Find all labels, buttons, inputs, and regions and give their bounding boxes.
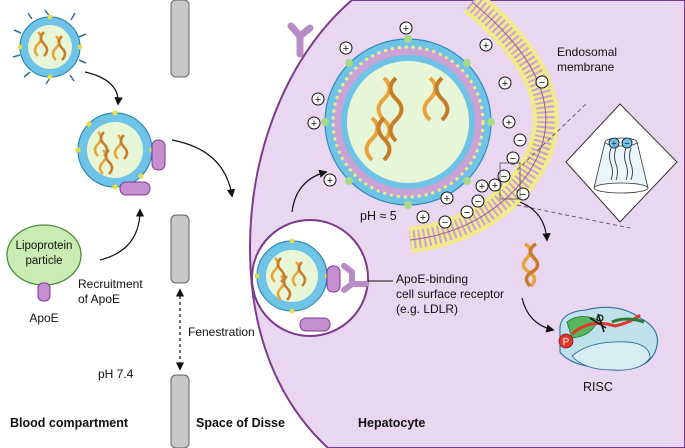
svg-text:+: +	[311, 118, 317, 130]
risc-label: RISC	[583, 380, 613, 394]
arrow-endocytosis	[291, 169, 328, 213]
minus-charge: −	[513, 133, 527, 147]
arrow-to-hepatocyte	[171, 139, 236, 198]
arrow-recruitment	[99, 208, 145, 261]
svg-text:+: +	[444, 193, 450, 205]
free-receptor-icon	[287, 22, 314, 58]
svg-text:+: +	[327, 175, 333, 187]
svg-text:+: +	[479, 181, 485, 193]
fenestration-label: Fenestration	[188, 325, 255, 339]
lipoprotein-label-1: Lipoprotein	[16, 240, 73, 252]
space-of-disse-title: Space of Disse	[196, 416, 285, 430]
apoe-on-lnp	[151, 139, 166, 171]
svg-text:−: −	[520, 189, 526, 201]
sirna-in-endosome	[364, 76, 450, 162]
membrane-zoom-inset: + −	[499, 103, 678, 229]
svg-text:+: +	[403, 23, 409, 35]
bound-receptor-icon	[341, 263, 369, 293]
lipoprotein-label-2: particle	[25, 255, 62, 267]
arrow-lnp-descent	[84, 71, 123, 106]
svg-text:+: +	[343, 43, 349, 55]
recruitment-label-2: of ApoE	[78, 292, 120, 306]
svg-text:+: +	[611, 139, 616, 149]
plus-charge: +	[440, 191, 454, 205]
svg-text:−: −	[539, 77, 545, 89]
apoe-recruiting	[119, 181, 151, 196]
plus-charge: +	[488, 178, 502, 192]
plus-charge: +	[479, 38, 493, 52]
plus-charge: +	[307, 116, 321, 130]
svg-text:+: +	[492, 180, 498, 192]
ph-endosome-label: pH ≈ 5	[360, 209, 397, 223]
plus-charge: +	[339, 41, 353, 55]
svg-text:−: −	[517, 135, 523, 147]
svg-text:−: −	[464, 207, 470, 219]
svg-text:+: +	[483, 40, 489, 52]
apoe-on-lipoprotein	[37, 282, 51, 302]
inset-minus-charge: −	[621, 137, 633, 149]
svg-text:+: +	[420, 212, 426, 224]
inset-plus-charge: +	[608, 137, 620, 149]
receptor-label-1: ApoE-binding	[396, 272, 468, 286]
risc-complex	[559, 306, 658, 371]
svg-text:+: +	[315, 94, 321, 106]
plus-charge: +	[311, 92, 325, 106]
minus-charge: −	[438, 215, 452, 229]
endosomal-label-1: Endosomal	[557, 45, 617, 59]
lnp-particle-middle	[75, 110, 155, 190]
apoe-floating	[299, 317, 331, 332]
recruitment-label-1: Recruitment	[78, 277, 143, 291]
plus-charge: +	[416, 210, 430, 224]
charge-markers: + + + + + + + + + + + + − − − − − − − −	[307, 21, 549, 229]
plus-charge: +	[502, 115, 516, 129]
hepatocyte-title: Hepatocyte	[358, 416, 425, 430]
risc-phosphate-label: P	[563, 337, 570, 348]
svg-text:+: +	[506, 117, 512, 129]
receptor-label-2: cell surface receptor	[396, 287, 504, 301]
blood-compartment-title: Blood compartment	[10, 416, 129, 430]
svg-text:−: −	[624, 139, 629, 149]
minus-charge: −	[506, 151, 520, 165]
minus-charge: −	[460, 205, 474, 219]
apoe-bound	[326, 265, 341, 293]
plus-charge: +	[399, 21, 413, 35]
svg-text:−: −	[475, 196, 481, 208]
risc-phosphate-icon	[558, 333, 574, 349]
minus-charge: −	[471, 194, 485, 208]
svg-text:+: +	[502, 78, 508, 90]
lnp-particle-top	[12, 9, 87, 85]
minus-charge: −	[535, 75, 549, 89]
svg-text:−: −	[442, 217, 448, 229]
endosomal-label-2: membrane	[557, 60, 615, 74]
svg-text:−: −	[510, 153, 516, 165]
receptor-label-3: (e.g. LDLR)	[396, 302, 458, 316]
plus-charge: +	[498, 76, 512, 90]
arrow-endosomal-escape	[519, 201, 551, 242]
apoe-label: ApoE	[29, 311, 58, 325]
released-sirna	[521, 242, 540, 288]
endothelial-wall	[170, 0, 190, 448]
endosome-vesicle	[321, 35, 495, 209]
minus-charge: −	[497, 169, 511, 183]
arrow-to-risc	[521, 297, 555, 333]
lnp-particle-bound	[254, 238, 330, 314]
plus-charge: +	[475, 179, 489, 193]
ph-blood-label: pH 7.4	[98, 367, 134, 381]
svg-text:−: −	[501, 171, 507, 183]
